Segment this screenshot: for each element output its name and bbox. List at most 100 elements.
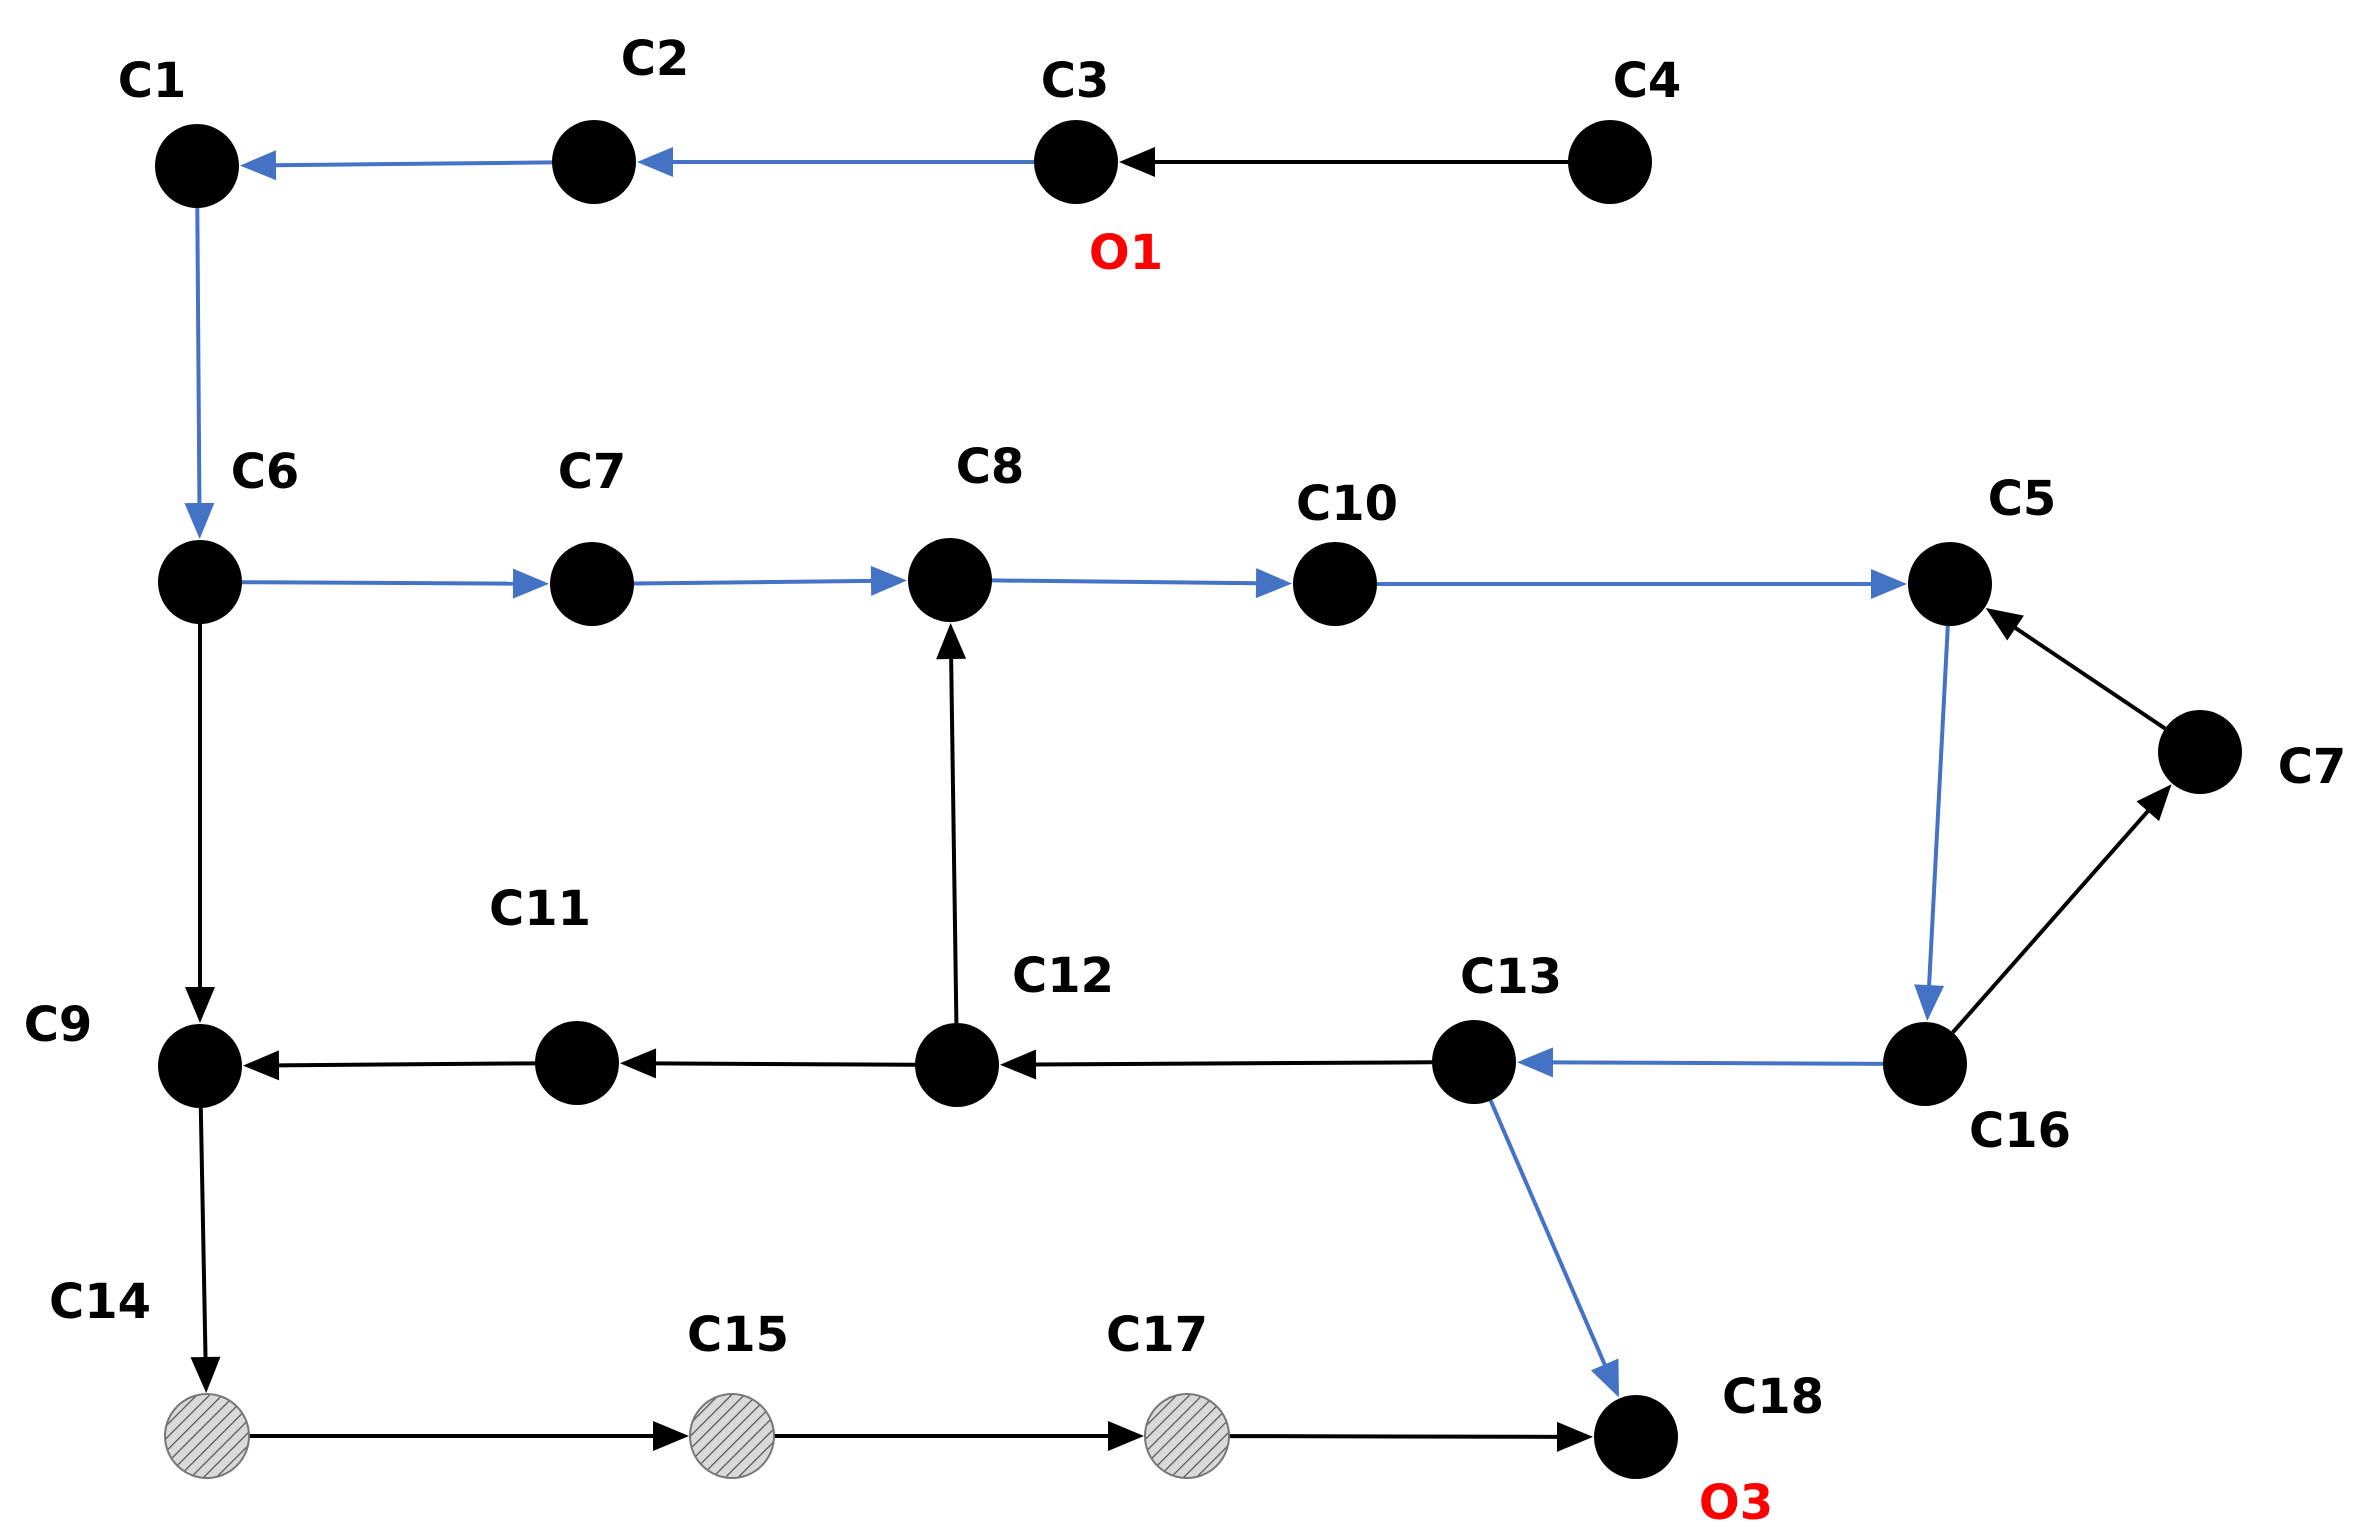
node-c16 (1883, 1022, 1967, 1106)
edge-c2-to-c1 (239, 150, 553, 181)
arrowhead-icon (242, 1050, 280, 1081)
edge-c7a-to-c8 (633, 565, 908, 596)
node-c13 (1432, 1020, 1516, 1104)
arrowhead-icon (1914, 984, 1945, 1022)
edge-line (653, 1061, 916, 1067)
node-label-c7b: C7 (2278, 739, 2347, 795)
node-c7a (550, 542, 634, 626)
node-c14 (164, 1393, 250, 1479)
node-c7b (2158, 710, 2242, 794)
edges-layer (184, 147, 2172, 1452)
edge-c17-to-c18 (1228, 1421, 1594, 1452)
origin-label-o3: O3 (1699, 1475, 1773, 1529)
edge-line (1927, 625, 1950, 988)
node-c18 (1594, 1395, 1678, 1479)
arrowhead-icon (1255, 568, 1293, 599)
edge-c6-to-c9 (185, 624, 215, 1023)
node-label-c6: C6 (231, 444, 300, 500)
edge-c12-to-c8 (936, 622, 967, 1024)
arrowhead-icon (512, 568, 550, 599)
arrowhead-icon (870, 565, 908, 596)
edge-line (198, 1107, 208, 1360)
arrowhead-icon (190, 1356, 221, 1394)
node-label-c12: C12 (1012, 948, 1114, 1004)
edge-line (1951, 808, 2151, 1034)
edge-c1-to-c6 (184, 207, 215, 540)
edge-c3-to-c2 (637, 147, 1034, 177)
edge-c16-to-c7b (1951, 784, 2172, 1034)
edge-c12-to-c11 (619, 1048, 916, 1079)
edge-c7b-to-c5 (1985, 607, 2167, 731)
arrowhead-icon (653, 1421, 689, 1451)
node-c10 (1293, 542, 1377, 626)
node-label-c5: C5 (1988, 471, 2057, 527)
edge-line (633, 578, 874, 586)
origin-label-o1: O1 (1089, 225, 1163, 281)
node-c2 (552, 120, 636, 204)
edge-c11-to-c9 (242, 1050, 536, 1081)
node-label-c1: C1 (118, 53, 187, 109)
node-c3 (1034, 120, 1118, 204)
arrowhead-icon (2136, 784, 2172, 822)
node-label-c13: C13 (1460, 949, 1562, 1005)
node-c4 (1568, 120, 1652, 204)
edge-line (1550, 1060, 1884, 1066)
node-c8 (908, 538, 992, 622)
node-label-c4: C4 (1613, 53, 1682, 109)
edge-c10-to-c5 (1377, 569, 1907, 599)
node-label-c18: C18 (1722, 1369, 1824, 1425)
edge-c15-to-c17 (774, 1421, 1144, 1451)
node-c9 (158, 1024, 242, 1108)
arrowhead-icon (1556, 1421, 1594, 1452)
arrowhead-icon (637, 147, 673, 177)
arrowhead-icon (619, 1048, 657, 1079)
edge-c14-to-c15 (249, 1421, 689, 1451)
node-label-c16: C16 (1969, 1103, 2071, 1159)
arrowhead-icon (185, 987, 215, 1023)
arrowhead-icon (239, 150, 277, 181)
node-label-c3: C3 (1041, 53, 1110, 109)
edge-c9-to-c14 (190, 1107, 221, 1394)
edge-line (195, 207, 202, 506)
edge-c6-to-c7a (241, 568, 550, 599)
arrowhead-icon (1985, 607, 2024, 641)
node-label-c17: C17 (1106, 1307, 1208, 1363)
edge-line (1228, 1434, 1560, 1439)
node-label-c15: C15 (687, 1307, 789, 1363)
node-label-c10: C10 (1296, 476, 1398, 532)
arrowhead-icon (936, 622, 967, 660)
edge-c16-to-c13 (1516, 1047, 1884, 1078)
edge-line (241, 580, 516, 586)
edge-line (1033, 1060, 1433, 1067)
node-c5 (1908, 542, 1992, 626)
edge-c13-to-c18 (1488, 1099, 1619, 1398)
arrowhead-icon (1516, 1047, 1554, 1078)
arrowhead-icon (1108, 1421, 1144, 1451)
edge-line (273, 160, 553, 168)
arrowhead-icon (1871, 569, 1907, 599)
edge-c8-to-c10 (991, 568, 1293, 599)
arrowhead-icon (999, 1049, 1037, 1080)
node-label-c11: C11 (489, 881, 591, 937)
edge-line (949, 656, 959, 1024)
arrowhead-icon (184, 502, 215, 540)
node-label-c2: C2 (621, 31, 690, 87)
nodes-layer (155, 120, 2242, 1479)
node-label-c7a: C7 (558, 444, 627, 500)
edge-line (2012, 625, 2167, 731)
node-c6 (158, 540, 242, 624)
arrowhead-icon (1590, 1358, 1619, 1398)
edge-c4-to-c3 (1119, 147, 1568, 177)
node-label-c14: C14 (49, 1274, 151, 1330)
arrowhead-icon (1119, 147, 1155, 177)
node-c17 (1144, 1393, 1230, 1479)
edge-line (1488, 1099, 1608, 1368)
node-label-c8: C8 (956, 439, 1025, 495)
node-c15 (689, 1393, 775, 1479)
node-label-c9: C9 (24, 997, 93, 1053)
node-c1 (155, 124, 239, 208)
node-c12 (915, 1023, 999, 1107)
edge-line (276, 1061, 536, 1068)
